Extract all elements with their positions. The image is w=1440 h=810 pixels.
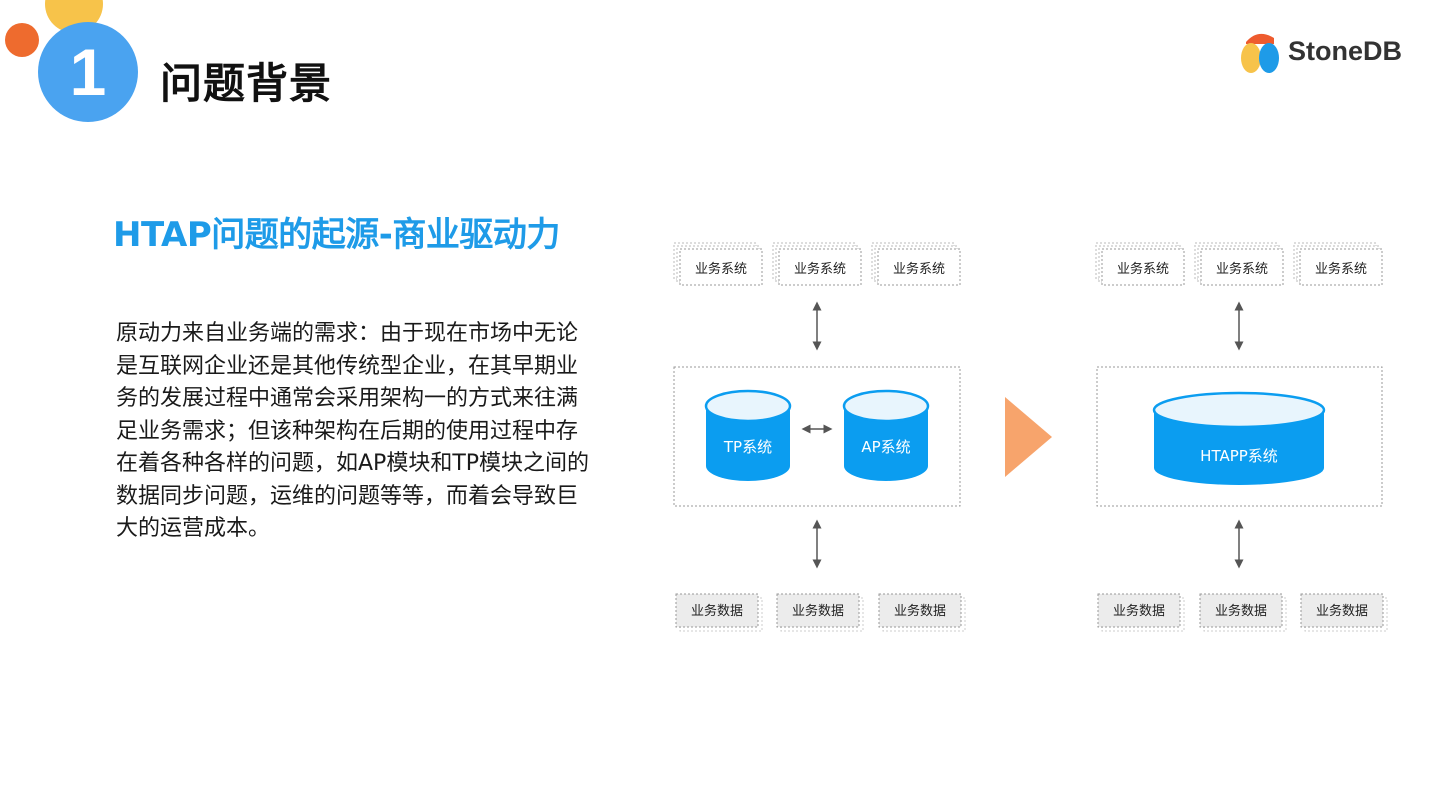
left-business-data: 业务数据 业务数据 业务数据 — [675, 593, 966, 632]
left-system-card-1: 业务系统 — [673, 242, 763, 286]
right-business-systems: 业务系统 业务系统 业务系统 — [1095, 242, 1383, 286]
section-number-badge: 1 — [38, 22, 138, 122]
right-system-card-1: 业务系统 — [1095, 242, 1185, 286]
left-system-label-2: 业务系统 — [794, 261, 846, 277]
left-data-label-1: 业务数据 — [691, 603, 743, 619]
tp-database-label: TP系统 — [723, 438, 772, 456]
right-business-data: 业务数据 业务数据 业务数据 — [1097, 593, 1388, 632]
right-system-label-2: 业务系统 — [1216, 261, 1268, 277]
left-system-label-1: 业务系统 — [695, 261, 747, 277]
left-data-card-2: 业务数据 — [776, 593, 864, 632]
right-system-label-1: 业务系统 — [1117, 261, 1169, 277]
left-data-label-3: 业务数据 — [894, 603, 946, 619]
logo-name: StoneDB — [1288, 36, 1402, 66]
ap-database-label: AP系统 — [861, 438, 910, 456]
htap-database-label: HTAPP系统 — [1200, 447, 1278, 465]
tp-database-cylinder: TP系统 — [704, 389, 792, 481]
right-data-label-1: 业务数据 — [1113, 603, 1165, 619]
left-system-card-2: 业务系统 — [772, 242, 862, 286]
section-number: 1 — [69, 35, 107, 109]
content-heading: HTAP问题的起源-商业驱动力 — [113, 215, 560, 255]
left-data-card-3: 业务数据 — [878, 593, 966, 632]
left-data-label-2: 业务数据 — [792, 603, 844, 619]
section-title: 问题背景 — [160, 59, 333, 108]
right-system-card-3: 业务系统 — [1293, 242, 1383, 286]
left-data-card-1: 业务数据 — [675, 593, 763, 632]
left-business-systems: 业务系统 业务系统 业务系统 — [673, 242, 961, 286]
content-paragraph: 原动力来自业务端的需求：由于现在市场中无论是互联网企业还是其他传统型企业，在其早… — [116, 321, 590, 541]
right-data-card-3: 业务数据 — [1300, 593, 1388, 632]
orange-circle-decoration — [5, 23, 39, 57]
right-data-card-2: 业务数据 — [1199, 593, 1287, 632]
right-data-card-1: 业务数据 — [1097, 593, 1185, 632]
ap-database-cylinder: AP系统 — [842, 389, 930, 481]
right-system-card-2: 业务系统 — [1194, 242, 1284, 286]
stonedb-logo-icon — [1241, 33, 1279, 73]
right-system-label-3: 业务系统 — [1315, 261, 1367, 277]
right-data-label-3: 业务数据 — [1316, 603, 1368, 619]
transition-triangle-icon — [1005, 397, 1052, 477]
left-system-card-3: 业务系统 — [871, 242, 961, 286]
left-system-label-3: 业务系统 — [893, 261, 945, 277]
right-data-label-2: 业务数据 — [1215, 603, 1267, 619]
htap-database-cylinder: HTAPP系统 — [1152, 391, 1326, 485]
